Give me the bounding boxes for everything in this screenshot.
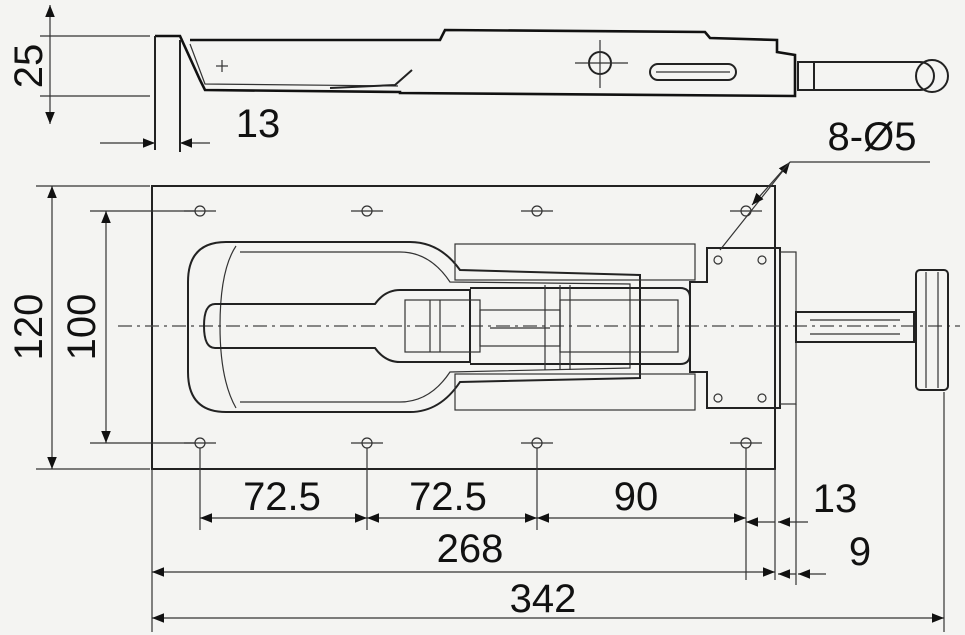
dim-spacing-2: 72.5 (367, 475, 537, 523)
dim-spacing-1-label: 72.5 (243, 475, 321, 519)
dim-spacing-3-label: 90 (614, 475, 659, 519)
dim-hole-span-label: 268 (437, 527, 504, 571)
dim-spacing-2-label: 72.5 (409, 475, 487, 519)
extension-lines (151, 392, 945, 632)
top-view (118, 185, 960, 470)
dim-offset-left: 13 (100, 102, 281, 148)
dim-plate-right-offset: 9 (778, 530, 871, 579)
dim-plate-right-offset-label: 9 (849, 530, 871, 574)
dim-overall-length-label: 342 (510, 577, 577, 621)
hole-spec-label: 8-Ø5 (828, 115, 917, 159)
dim-height-side-label: 25 (7, 44, 51, 89)
dim-spacing-3: 90 (537, 475, 746, 523)
dim-height-side: 25 (7, 4, 150, 124)
dim-overall-length: 342 (152, 577, 944, 623)
dim-hole-spacing-height-label: 100 (60, 294, 104, 361)
hole-spec-callout: 8-Ø5 (719, 115, 930, 251)
dim-spacing-1: 72.5 (200, 475, 367, 523)
dim-offset-left-label: 13 (236, 102, 281, 146)
dim-right-offset-label: 13 (813, 477, 858, 521)
side-view (154, 28, 949, 152)
dim-outer-height-label: 120 (7, 294, 51, 361)
dim-hole-spacing-height: 100 (60, 210, 195, 444)
dim-right-offset: 13 (746, 477, 858, 527)
dim-outer-height: 120 (7, 185, 150, 470)
dim-hole-span: 268 (152, 527, 775, 577)
